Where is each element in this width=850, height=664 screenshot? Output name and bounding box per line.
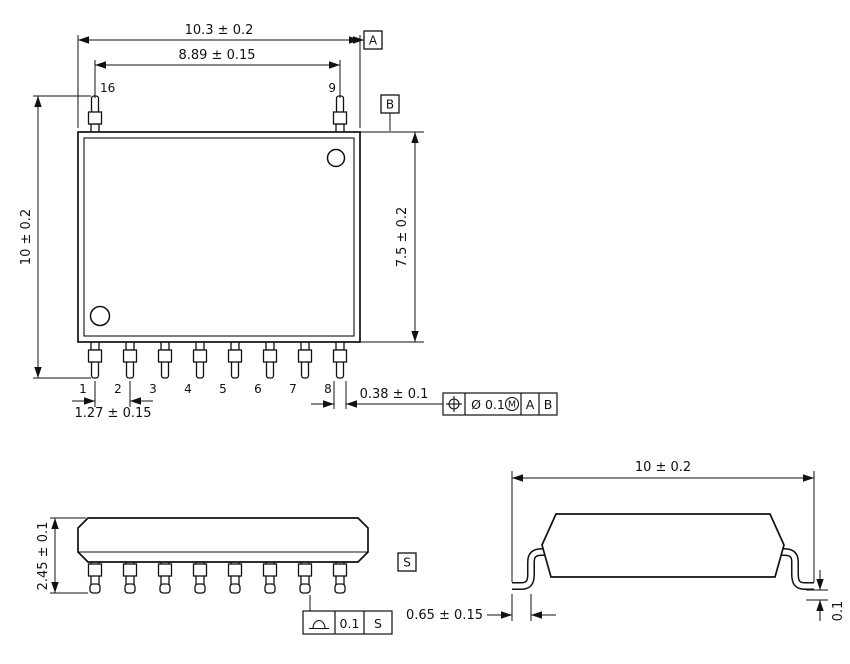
datum-b-label: B [386, 98, 394, 112]
seating-plane-frame: 0.1 S [302, 610, 393, 635]
dim-overall-length: 10 ± 0.2 [19, 95, 91, 379]
dim-side-overall-width-label: 10 ± 0.2 [635, 460, 691, 475]
dim-overall-width-label: 10.3 ± 0.2 [185, 23, 254, 38]
pin-number-8: 8 [324, 382, 332, 396]
true-position-icon [446, 396, 462, 412]
dim-height: 2.45 ± 0.1 [36, 517, 88, 594]
pin-16-label: 16 [100, 81, 115, 95]
pin-number-5: 5 [219, 382, 227, 396]
pin1-indicator [89, 305, 111, 327]
datum-a-box [363, 30, 383, 50]
pin-9-label: 9 [328, 81, 336, 95]
pin-number-7: 7 [289, 382, 297, 396]
pin-number-2: 2 [114, 382, 122, 396]
fcf-tolerance-label: Ø 0.1 [471, 397, 505, 412]
lead-5 [227, 340, 243, 379]
dim-pitch: 1.27 ± 0.15 [72, 381, 153, 421]
lead-7 [297, 340, 313, 379]
fcf-modifier-label: M [508, 400, 516, 411]
dim-overall-length-label: 10 ± 0.2 [19, 209, 34, 265]
pin-number-1: 1 [79, 382, 87, 396]
front-body-outline [77, 517, 369, 563]
lead-2 [122, 340, 138, 379]
dim-lead-width-label: 0.38 ± 0.1 [360, 387, 429, 402]
datum-b: B [380, 94, 400, 131]
lead-6 [262, 340, 278, 379]
dim-body-width: 7.5 ± 0.2 [360, 131, 424, 343]
side-view-leads [512, 548, 814, 590]
dim-foot-length-label: 0.65 ± 0.15 [406, 608, 483, 623]
datum-s: S [397, 552, 417, 572]
lead-1 [87, 340, 103, 379]
datum-s-label: S [403, 556, 411, 570]
top-view-body [77, 131, 361, 343]
dim-standoff: 0.1 [806, 570, 846, 621]
seating-tolerance-label: 0.1 [340, 616, 360, 631]
dim-lead-span-label: 8.89 ± 0.15 [178, 48, 255, 63]
orientation-mark [326, 148, 346, 168]
dim-standoff-label: 0.1 [831, 601, 846, 622]
top-view: 10.3 ± 0.2 A 8.89 ± 0.15 16 9 B 7.5 ± 0.… [19, 23, 558, 421]
lead-9 [332, 95, 348, 134]
dim-foot-length: 0.65 ± 0.15 [406, 594, 556, 623]
pin-number-3: 3 [149, 382, 157, 396]
seating-plane-icon [309, 620, 329, 630]
dim-height-label: 2.45 ± 0.1 [36, 522, 51, 591]
dim-body-width-label: 7.5 ± 0.2 [395, 207, 410, 268]
front-view: 2.45 ± 0.1 S 0.1 S [36, 517, 417, 635]
fcf-datum-b-label: B [544, 397, 553, 412]
pin-number-6: 6 [254, 382, 262, 396]
lead-16 [87, 95, 103, 134]
dim-lead-width: 0.38 ± 0.1 [311, 381, 443, 409]
pin-number-4: 4 [184, 382, 192, 396]
lead-3 [157, 340, 173, 379]
dim-overall-width: 10.3 ± 0.2 A [77, 23, 383, 128]
datum-s-box [397, 552, 417, 572]
dim-lead-span: 8.89 ± 0.15 [94, 48, 341, 98]
seating-datum-label: S [374, 616, 382, 631]
dim-pitch-label: 1.27 ± 0.15 [74, 406, 151, 421]
package-body-outline [77, 131, 361, 343]
package-body-inner-line [83, 137, 355, 337]
datum-a-label: A [369, 34, 378, 48]
fcf-datum-a-label: A [526, 397, 535, 412]
mmc-modifier-icon [504, 396, 520, 412]
lead-4 [192, 340, 208, 379]
fcf-frame [442, 392, 558, 416]
side-view: 10 ± 0.2 0.65 ± 0.15 0.1 [406, 460, 846, 623]
side-body-outline [541, 513, 785, 578]
pin-numbers: 1 2 3 4 5 6 7 8 [79, 382, 332, 396]
position-tolerance-frame: Ø 0.1 M A B [442, 392, 558, 416]
dim-side-overall-width: 10 ± 0.2 [511, 460, 815, 582]
lead-8 [332, 340, 348, 379]
front-view-body [77, 517, 369, 563]
